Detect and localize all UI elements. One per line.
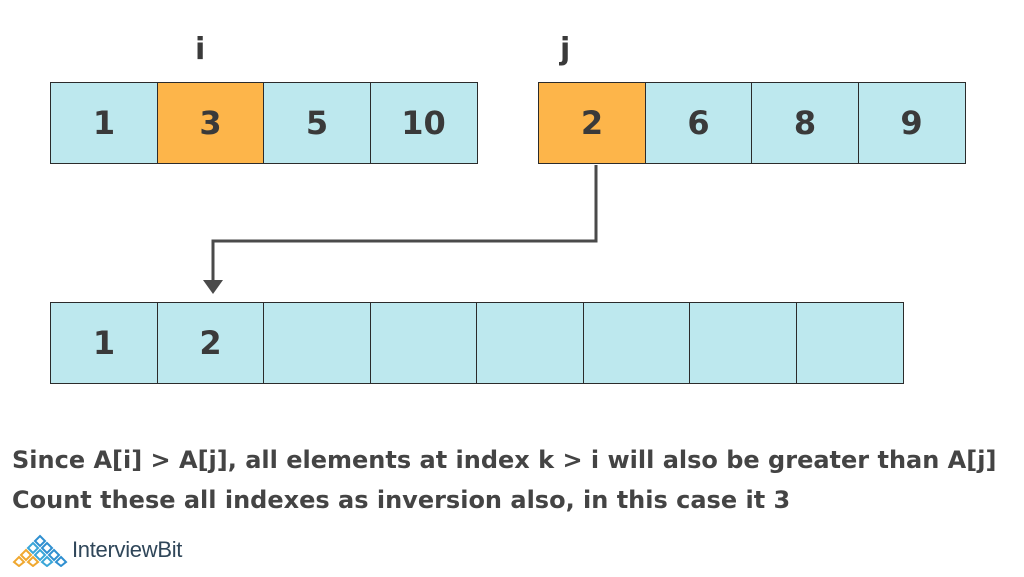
left-array-cell: 1 (50, 82, 158, 164)
merged-array-cell (582, 302, 691, 384)
merged-array-cell (689, 302, 797, 384)
caption-line-1: Since A[i] > A[j], all elements at index… (12, 446, 997, 474)
caption-line-2: Count these all indexes as inversion als… (12, 486, 791, 514)
right-array-cell: 2 (538, 82, 646, 164)
left-array-cell: 5 (263, 82, 371, 164)
logo-mark-icon (12, 534, 68, 567)
merged-array-cell (476, 302, 584, 384)
merged-array-cell (795, 302, 904, 384)
right-array-cell: 9 (857, 82, 966, 164)
left-array-cell: 10 (369, 82, 478, 164)
pointer-j: j (560, 32, 571, 67)
merged-array-cell: 1 (50, 302, 158, 384)
merged-array-cell (369, 302, 478, 384)
merged-array-cell (263, 302, 371, 384)
interviewbit-logo: InterviewBit (12, 533, 182, 567)
right-array-cell: 8 (751, 82, 859, 164)
right-array-cell: 6 (644, 82, 753, 164)
pointer-i: i (195, 32, 206, 67)
logo-text: InterviewBit (72, 537, 183, 562)
merged-array-cell: 2 (156, 302, 265, 384)
